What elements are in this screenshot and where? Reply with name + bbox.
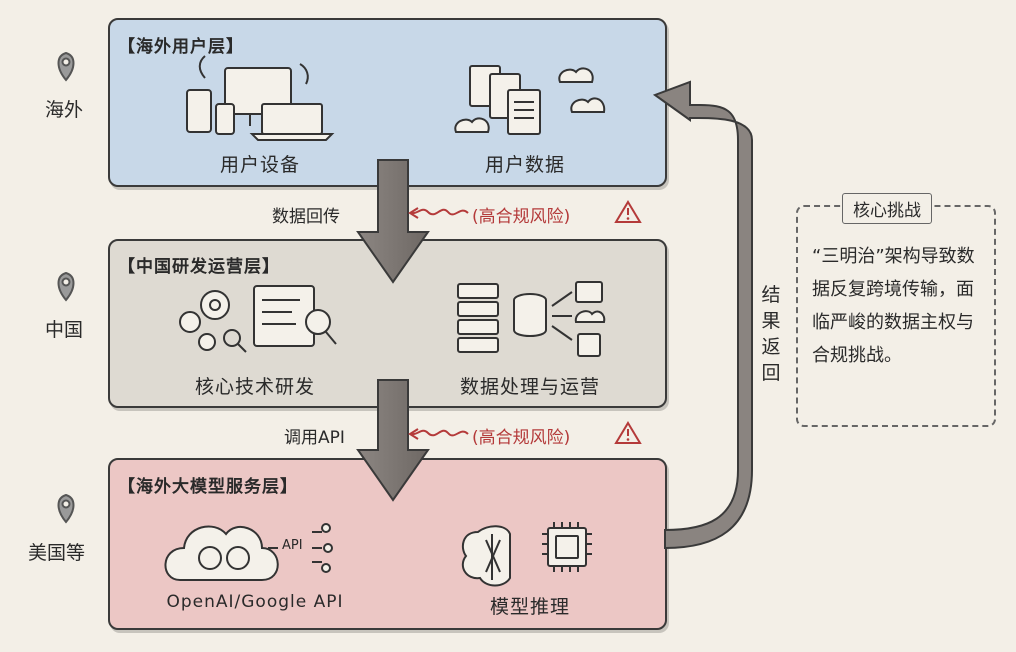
region-us-label: 美国等 (28, 542, 86, 564)
openai-google-cloud-icon (164, 523, 333, 581)
call-api-label: 调用API (284, 428, 345, 448)
core-rd-caption: 核心技术研发 (194, 376, 315, 398)
result-return-label: 结果返回 (761, 284, 781, 384)
user-data-caption: 用户数据 (484, 154, 565, 176)
location-pin-icon (57, 271, 75, 302)
call-api-risk: (高合规风险) (472, 428, 571, 448)
return-arrow-icon (652, 80, 753, 550)
region-overseas-label: 海外 (45, 99, 84, 121)
location-pin-icon (57, 493, 75, 524)
data-return-risk: (高合规风险) (472, 207, 571, 227)
down-arrow-icon (356, 379, 430, 502)
data-ops-caption: 数据处理与运营 (459, 376, 600, 398)
overseas-user-layer-title: 【海外用户层】 (118, 37, 244, 57)
user-devices-caption: 用户设备 (219, 154, 300, 176)
china-rd-layer-title: 【中国研发运营层】 (118, 257, 280, 277)
data-return-label: 数据回传 (272, 207, 340, 227)
region-china-label: 中国 (45, 319, 84, 341)
location-pin-icon (57, 51, 75, 82)
overseas-model-layer-title: 【海外大模型服务层】 (118, 477, 298, 497)
risk-squiggle-icon (408, 428, 469, 440)
warning-icon (614, 200, 642, 223)
openai-google-api-caption: OpenAI/Google API (166, 592, 344, 612)
api-label: API (282, 538, 303, 553)
warning-icon (614, 421, 642, 444)
user-devices-icon (186, 55, 335, 141)
core-rd-icon (179, 285, 337, 353)
user-data-icon (454, 65, 606, 135)
model-inference-caption: 模型推理 (489, 596, 570, 618)
model-inference-icon (461, 522, 592, 587)
core-challenge-title: 核心挑战 (842, 193, 932, 224)
data-ops-icon (457, 281, 606, 357)
core-challenge-text: “三明治”架构导致数据反复跨境传输，面临严峻的数据主权与合规挑战。 (812, 246, 975, 366)
risk-squiggle-icon (408, 207, 469, 219)
down-arrow-icon (356, 159, 430, 284)
